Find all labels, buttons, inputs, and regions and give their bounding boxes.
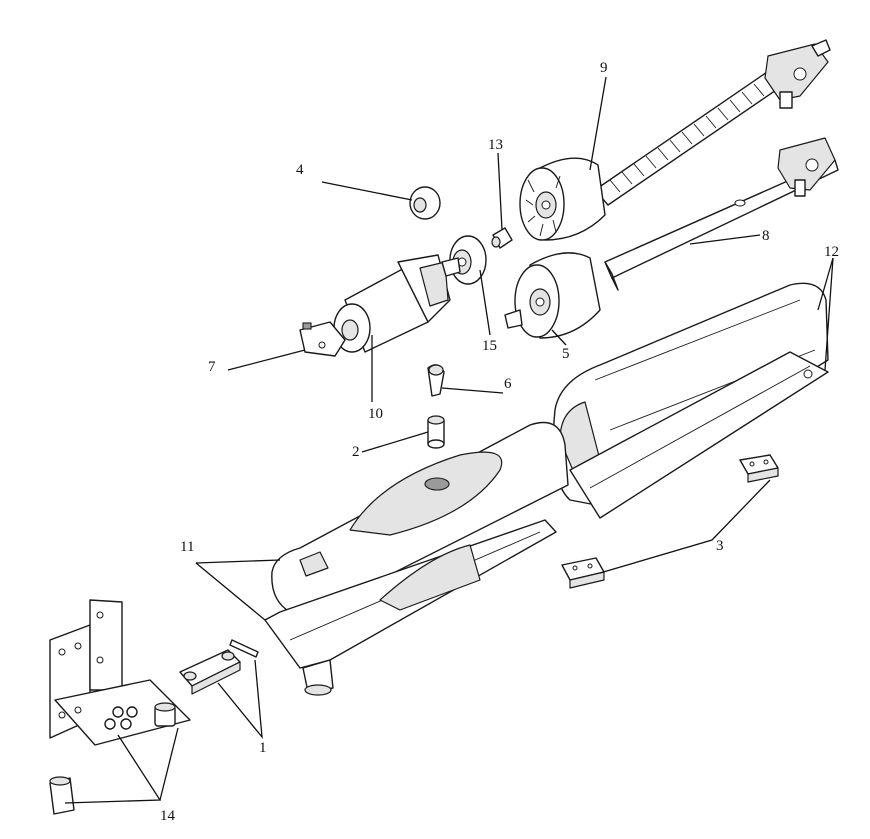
leader-6 [441, 387, 504, 394]
callout-13: 13 [488, 137, 503, 153]
part-7-limit-switch [299, 321, 346, 357]
part-9-worm-screw-assembly [519, 39, 831, 241]
leader-14b [159, 727, 179, 801]
leader-11b [195, 559, 281, 564]
callout-15: 15 [482, 338, 497, 354]
leader-9 [589, 76, 607, 171]
leader-5 [551, 329, 567, 346]
part-2-bushing [427, 415, 445, 449]
callout-7: 7 [208, 359, 216, 375]
leader-14a [64, 734, 162, 804]
part-10-motor [333, 254, 461, 353]
part-1-pin-and-link [179, 639, 259, 695]
part-13-coupling [491, 227, 513, 249]
callout-6: 6 [504, 376, 512, 392]
leader-lines [64, 76, 834, 804]
callout-10: 10 [368, 406, 383, 422]
callout-5: 5 [562, 346, 570, 362]
leader-13 [497, 152, 503, 231]
part-5-gear-drum [504, 252, 601, 339]
part-14-bracket [49, 599, 191, 815]
callout-14: 14 [160, 808, 176, 824]
leader-4 [321, 181, 413, 201]
leader-12a [817, 257, 834, 311]
leader-3 [599, 479, 771, 574]
leader-12b [824, 257, 834, 371]
callout-2: 2 [352, 444, 360, 460]
part-8-rod [604, 137, 839, 291]
callout-11: 11 [180, 539, 194, 555]
callout-1: 1 [259, 740, 267, 756]
callout-9: 9 [600, 60, 608, 76]
leader-15 [479, 269, 491, 336]
callout-12: 12 [824, 244, 839, 260]
callout-labels: 1 2 3 4 5 6 7 8 9 10 11 12 13 14 15 [160, 60, 839, 824]
part-11-front-housing [264, 421, 569, 696]
callout-3: 3 [716, 538, 724, 554]
leader-8 [689, 234, 761, 245]
callout-8: 8 [762, 228, 770, 244]
leader-1 [217, 659, 263, 740]
leader-11 [195, 562, 266, 621]
part-4-washer [409, 186, 441, 220]
part-3-sliding-blocks [561, 454, 779, 589]
leader-2 [361, 431, 429, 453]
callout-4: 4 [296, 162, 304, 178]
part-6-cam [427, 364, 445, 397]
part-12-rear-housing [552, 282, 829, 519]
leader-7 [227, 349, 306, 371]
